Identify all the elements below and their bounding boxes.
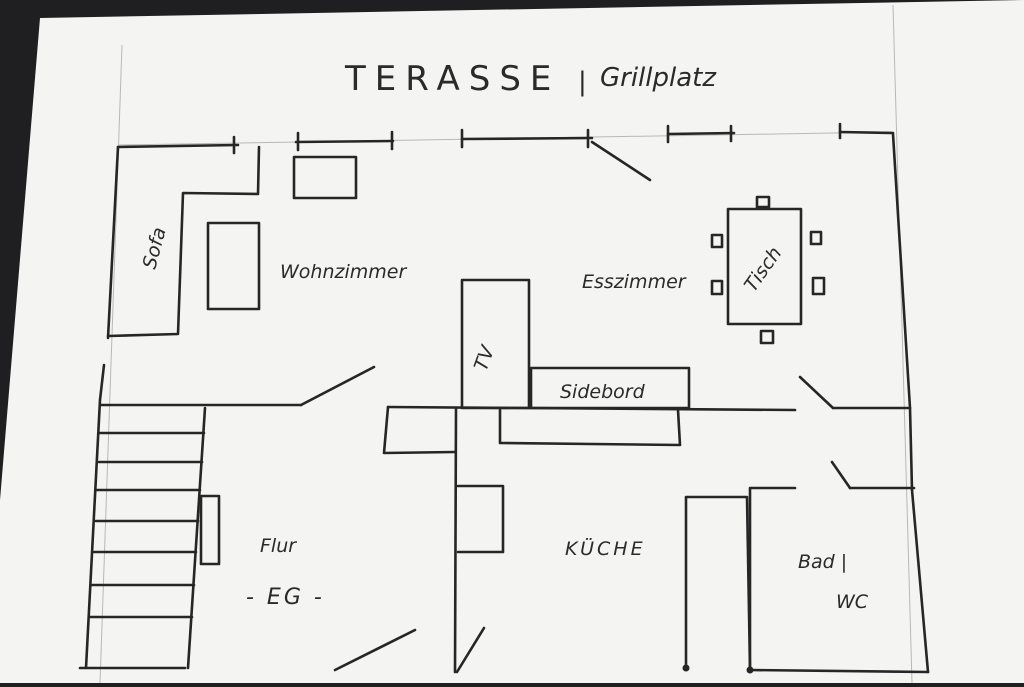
bad-wall <box>748 486 797 672</box>
flur-cabinet <box>199 494 221 566</box>
dining-table <box>726 207 803 326</box>
chair-left-1 <box>710 233 724 249</box>
chair-right-2 <box>811 276 826 296</box>
kitchen-counter <box>498 408 682 447</box>
flur-walls <box>186 406 458 674</box>
flur-label: Flur <box>260 535 297 557</box>
bad-label: Bad | <box>798 551 847 573</box>
sofa-unit <box>206 221 261 311</box>
bad-bottom-wall <box>748 668 930 674</box>
kueche-label: KÜCHE <box>565 537 646 560</box>
chair-left-2 <box>710 279 724 296</box>
chair-right-1 <box>809 230 823 246</box>
floor-level-label: - EG - <box>246 585 325 610</box>
kitchen-fridge <box>456 484 505 554</box>
esszimmer-label: Esszimmer <box>582 271 687 293</box>
title-separator: | <box>578 67 587 97</box>
kitchen-door <box>455 626 486 674</box>
bad-door <box>830 460 852 490</box>
right-wall <box>891 132 930 674</box>
guide-line-right <box>892 4 913 684</box>
terrace-door <box>590 140 652 182</box>
title-grillplatz: Grillplatz <box>600 63 717 93</box>
left-wall <box>84 145 120 670</box>
wc-label: WC <box>836 591 869 613</box>
chair-bottom <box>759 329 775 345</box>
wohnzimmer-label: Wohnzimmer <box>280 261 407 283</box>
wohnzimmer-partition <box>106 145 261 338</box>
title-terasse: TERASSE <box>344 59 560 99</box>
storage-closet <box>684 495 752 672</box>
entrance-door <box>333 628 417 672</box>
coffee-table <box>292 155 358 200</box>
top-wall <box>116 122 895 155</box>
sideboard-label: Sidebord <box>560 381 646 403</box>
chair-top <box>755 195 771 209</box>
wall-joint-1 <box>682 664 690 672</box>
staircase <box>88 431 206 619</box>
wall-joint-2 <box>746 666 754 674</box>
